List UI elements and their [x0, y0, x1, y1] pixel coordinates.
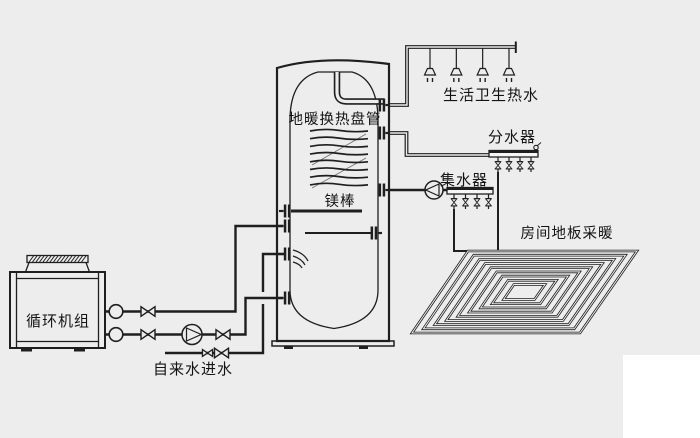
floor-loop-turn-core [433, 258, 615, 326]
circulation-pump-icon [181, 323, 203, 346]
floor-loop-turn-core [468, 271, 581, 313]
distributor-bar [488, 149, 539, 158]
heat-pump-unit [9, 254, 124, 352]
fan-grille-hatch [28, 255, 87, 263]
unit-frame [9, 271, 106, 349]
coil-row [309, 144, 369, 148]
pipe-hot-water-core [390, 46, 515, 106]
floor-loop-turn-core [479, 275, 569, 309]
coil-row [309, 174, 369, 179]
coil-row [309, 167, 369, 172]
grille-slat [28, 255, 34, 263]
grille-slat [46, 255, 52, 263]
unit-connector-bottom [108, 326, 124, 343]
fan-grille [26, 254, 89, 264]
grille-slat [32, 255, 38, 263]
floor-loop-turn-core [502, 284, 546, 300]
heat-exchange-coil [309, 128, 369, 189]
floor-spiral [409, 249, 640, 335]
label-magnesium-rod: 镁棒 [325, 193, 356, 210]
grille-slat [81, 255, 87, 263]
grille-slat [70, 255, 76, 263]
coil-row [309, 159, 369, 164]
grille-slat [63, 255, 69, 263]
tank-outer-shell [275, 59, 391, 343]
grille-slat [35, 255, 41, 263]
pipe-heatpump-return [106, 224, 283, 313]
pipe-distributor-supply-core [390, 132, 489, 156]
inlet-spray-icon [292, 249, 309, 269]
tank-foot-right [359, 346, 368, 349]
label-tap-water-inlet: 自来水进水 [153, 360, 233, 378]
floor-loop-turn-core [491, 279, 558, 305]
collector-manifold [446, 186, 494, 251]
label-collector: 集水器 [440, 171, 488, 189]
coil-row [309, 136, 369, 141]
white-corner-patch [623, 355, 700, 438]
dip-tube-core [335, 72, 384, 104]
grille-slat [60, 255, 66, 263]
grille-slat [39, 255, 45, 263]
floor-loop-turn-core [456, 267, 592, 317]
floor-loop-turn-core [445, 263, 604, 321]
label-tank-coil: 地暖换热盘管 [289, 110, 382, 128]
grille-slat [53, 255, 59, 263]
grille-slat [42, 255, 48, 263]
labels: 地暖换热盘管 镁棒 生活卫生热水 分水器 集水器 房间地板采暖 循环机组 自来水… [26, 86, 614, 378]
tank-inner-vessel [289, 71, 379, 330]
grille-legs [24, 262, 91, 273]
label-distributor: 分水器 [488, 128, 536, 146]
tank-base [271, 340, 395, 347]
distributor-manifold [488, 142, 542, 251]
grille-slat [74, 255, 80, 263]
grille-slat [77, 255, 83, 263]
floor-heating-loop [409, 249, 640, 335]
air-vent-icon [533, 144, 539, 151]
air-vent-stem [537, 142, 542, 146]
label-heat-pump-unit: 循环机组 [26, 312, 90, 330]
coil-row [309, 151, 369, 156]
tank-foot-left [284, 346, 293, 349]
coil-shading [311, 133, 367, 189]
unit-connector-top [108, 303, 124, 320]
grille-slat [67, 255, 73, 263]
floor-loop-turn-core [411, 250, 638, 334]
storage-tank [271, 59, 395, 349]
grille-slat [56, 255, 62, 263]
collector-bar [446, 186, 494, 195]
coil-row [309, 128, 369, 133]
unit-inner-frame [15, 272, 100, 348]
pipe-heatpump-supply [106, 296, 283, 336]
label-domestic-hot-water: 生活卫生热水 [443, 86, 539, 104]
grille-slat [49, 255, 55, 263]
floor-loop-turn-core [422, 254, 627, 330]
label-floor-heating: 房间地板采暖 [521, 224, 614, 242]
coil-row [309, 182, 369, 187]
unit-foot-left [21, 348, 32, 352]
unit-foot-right [74, 348, 85, 352]
